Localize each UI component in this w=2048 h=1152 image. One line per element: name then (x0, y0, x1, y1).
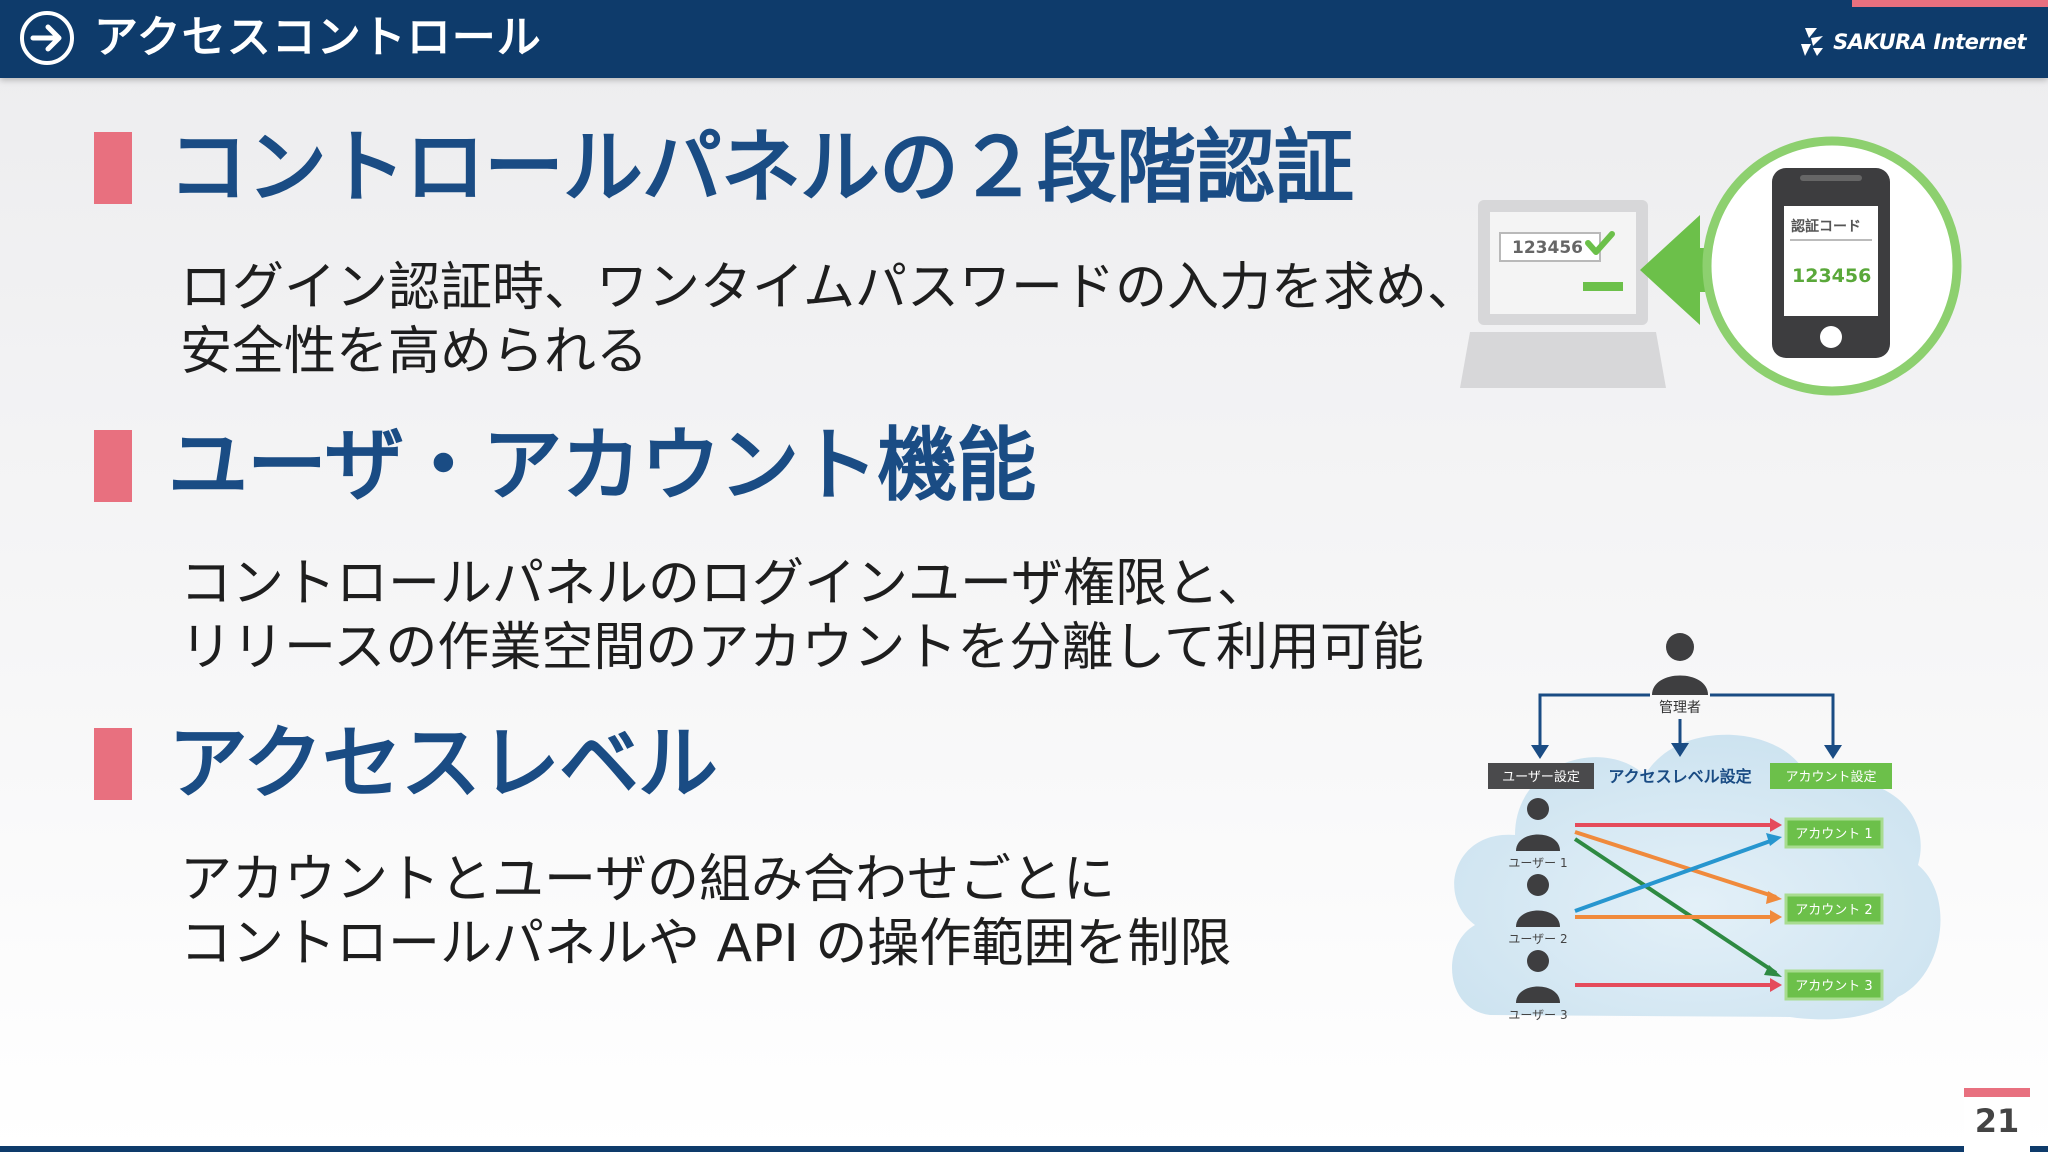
body-line: コントロールパネルのログインユーザ権限と、 (180, 554, 1269, 614)
footer-line (0, 1146, 2048, 1152)
arrow-right-icon (20, 11, 74, 65)
user-2-label: ユーザー 2 (1508, 932, 1567, 946)
brand-name: SAKURA Internet (1833, 30, 2026, 54)
user-setting-label: ユーザー設定 (1502, 769, 1580, 785)
account-2-label: アカウント 2 (1795, 903, 1872, 918)
body-line: コントロールパネルや API の操作範囲を制限 (180, 914, 1232, 974)
body-line: リリースの作業空間のアカウントを分離して利用可能 (180, 618, 1424, 678)
body-line: アカウントとユーザの組み合わせごとに (180, 850, 1115, 910)
twofa-illustration: 123456 認証コード 123456 (1460, 136, 1962, 396)
access-level-setting-label: アクセスレベル設定 (1608, 767, 1751, 786)
brand-accent-bar (1852, 0, 2048, 7)
admin-label: 管理者 (1659, 700, 1701, 716)
brand-logo: SAKURA Internet (1797, 22, 2026, 62)
section-body-user-account: コントロールパネルのログインユーザ権限と、 リリースの作業空間のアカウントを分離… (180, 552, 1424, 680)
page-number-box: 21 (1964, 1088, 2030, 1152)
body-line: 安全性を高められる (180, 322, 649, 382)
smartphone-icon: 認証コード 123456 (1702, 136, 1962, 396)
section-marker-3 (94, 728, 132, 800)
account-setting-label: アカウント設定 (1785, 769, 1876, 785)
cloud-background (1452, 734, 1941, 1020)
slide-title: アクセスコントロール (94, 12, 542, 63)
section-heading-access-level: アクセスレベル (168, 717, 718, 810)
user-2-icon (1516, 874, 1560, 927)
phone-code-text: 123456 (1792, 265, 1871, 287)
page-number: 21 (1974, 1102, 2020, 1140)
section-body-access-level: アカウントとユーザの組み合わせごとに コントロールパネルや API の操作範囲を… (180, 848, 1231, 976)
user-1-icon (1516, 798, 1560, 851)
access-level-diagram: 管理者 ユーザー設定 アクセスレベル設定 アカウント設定 ユーザー 1 ユーザー… (1452, 633, 1941, 1022)
account-1-label: アカウント 1 (1795, 827, 1872, 842)
slide-header: アクセスコントロール SAKURA Internet (0, 0, 2048, 78)
green-arrow-icon (1640, 215, 1745, 325)
page-number-accent (1964, 1088, 2030, 1097)
user-1-label: ユーザー 1 (1508, 856, 1567, 870)
laptop-icon: 123456 (1460, 200, 1666, 388)
admin-person-icon (1652, 633, 1708, 695)
user-3-icon (1516, 950, 1560, 1003)
section-body-twofa: ログイン認証時、ワンタイムパスワードの入力を求め、 安全性を高められる (180, 256, 1479, 384)
phone-label-text: 認証コード (1791, 218, 1861, 235)
section-marker-2 (94, 430, 132, 502)
section-heading-user-account: ユーザ・アカウント機能 (168, 419, 1036, 512)
body-line: ログイン認証時、ワンタイムパスワードの入力を求め、 (180, 258, 1479, 318)
sakura-logo-icon (1801, 28, 1824, 56)
user-3-label: ユーザー 3 (1508, 1008, 1567, 1022)
section-heading-twofa: コントロールパネルの２段階認証 (168, 121, 1354, 214)
laptop-code-text: 123456 (1512, 238, 1583, 258)
section-marker-1 (94, 132, 132, 204)
account-3-label: アカウント 3 (1795, 979, 1872, 994)
